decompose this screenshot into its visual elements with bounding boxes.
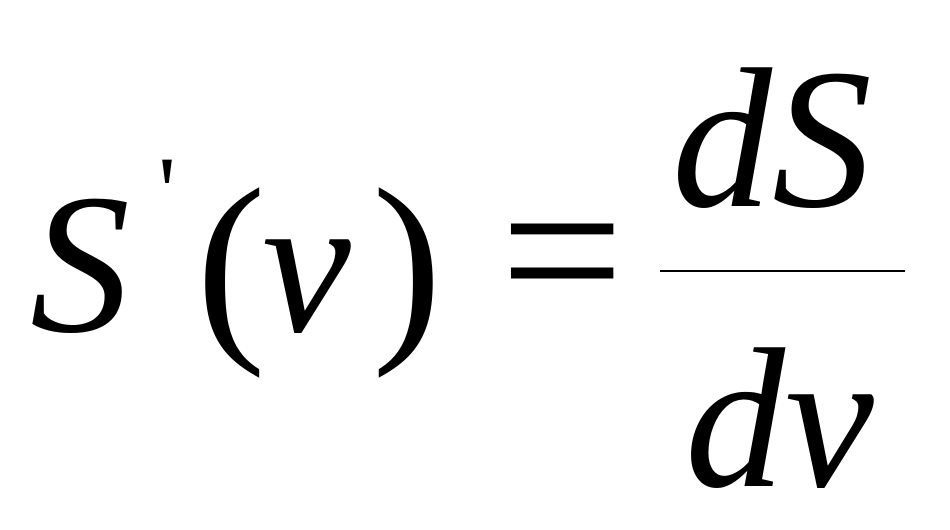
right-parenthesis: ) — [372, 147, 442, 379]
left-parenthesis: ( — [196, 147, 266, 379]
prime-mark: ' — [158, 136, 177, 247]
fraction-numerator: dS — [672, 29, 872, 250]
function-symbol-s: S — [30, 154, 130, 375]
variable-v: v — [262, 154, 351, 375]
fraction-denominator: dv — [685, 309, 874, 530]
equals-sign: = — [500, 128, 625, 372]
fraction-bar — [660, 270, 905, 272]
